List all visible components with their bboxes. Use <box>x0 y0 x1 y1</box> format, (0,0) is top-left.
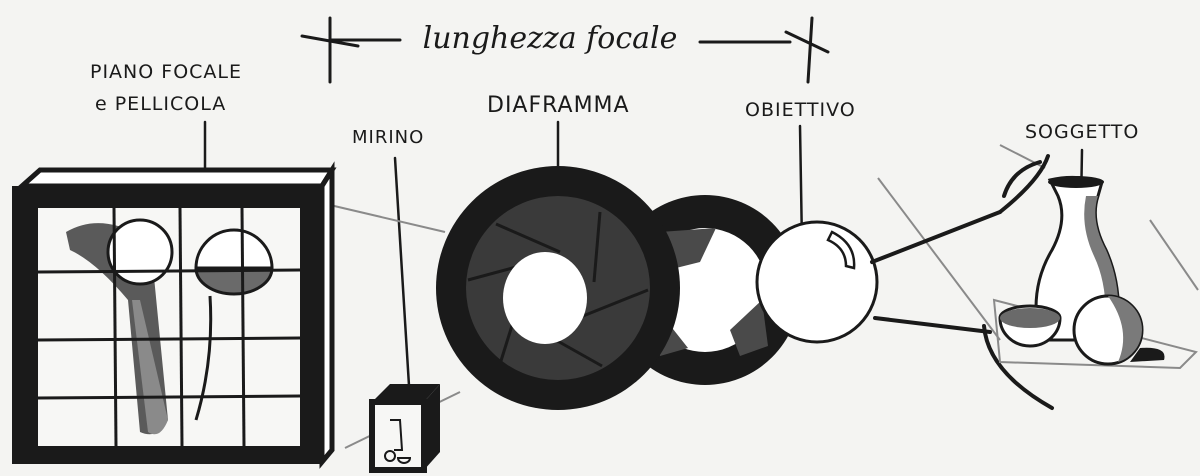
diaphragm-main <box>436 166 680 410</box>
lens-label: OBIETTIVO <box>745 99 856 121</box>
subject-bowl-inside <box>1000 308 1060 328</box>
focal-plane-label-line1: PIANO FOCALE <box>90 61 242 83</box>
ray-top-left <box>330 205 445 232</box>
focal-length-label: lunghezza focale <box>423 21 678 56</box>
lens-circle <box>757 222 877 342</box>
ray-center-right <box>878 178 1000 340</box>
focal-end-cross <box>786 32 828 52</box>
lower-ray <box>875 318 990 332</box>
viewfinder-pointer <box>395 158 410 402</box>
viewfinder-box <box>372 384 440 470</box>
frame-top-bevel <box>22 170 332 186</box>
focal-plane-label-line2: e PELLICOLA <box>95 93 226 115</box>
viewfinder-label: MIRINO <box>352 127 424 148</box>
lens-to-subject-rays <box>872 156 1052 408</box>
diaphragm-aperture <box>503 252 587 344</box>
diaphragm-label: DIAFRAMMA <box>487 93 630 118</box>
lens-objective <box>757 222 877 342</box>
focal-end-tick <box>808 18 812 82</box>
film-image-fruit <box>108 220 172 284</box>
ray-far-right <box>1150 220 1198 290</box>
film-frame <box>12 170 332 464</box>
subject-label: SOGGETTO <box>1025 121 1139 143</box>
subject-still-life <box>994 176 1196 368</box>
subject-vase-rim <box>1048 176 1104 188</box>
frame-side-bevel <box>322 170 332 462</box>
